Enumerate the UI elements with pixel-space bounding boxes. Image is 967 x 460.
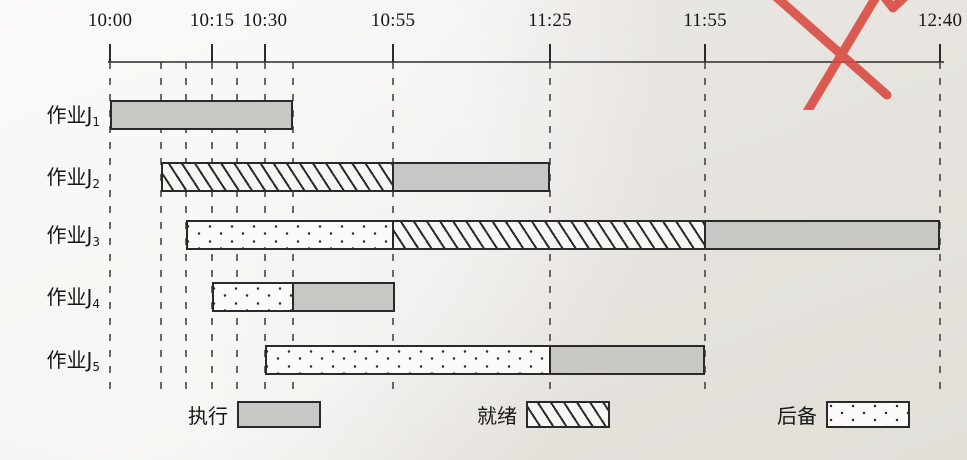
row-label-subscript: 4: [92, 297, 100, 311]
legend-item-exec: 执行: [188, 400, 321, 429]
legend-label: 后备: [777, 404, 817, 428]
segment-divider: [392, 222, 394, 248]
segment-divider: [392, 164, 394, 190]
gantt-segment-backup: [267, 347, 550, 373]
row-label-subscript: 2: [92, 177, 100, 191]
time-tick-label: 11:55: [683, 10, 727, 31]
time-tick-label: 10:00: [87, 10, 133, 31]
gantt-segment-exec: [393, 164, 548, 190]
gantt-segment-backup: [188, 222, 393, 248]
time-tick-label: 11:25: [528, 10, 572, 31]
time-tick-label: 10:15: [189, 10, 235, 31]
row-label-job-5: 作业J5: [0, 344, 108, 374]
gantt-segment-exec: [112, 102, 291, 128]
gantt-segment-exec: [705, 222, 938, 248]
gantt-segment-exec: [293, 284, 393, 310]
row-label-text: 作业J: [46, 285, 93, 309]
row-label-text: 作业J: [46, 223, 93, 247]
gantt-bar-job-3: [186, 220, 940, 250]
segment-divider: [704, 222, 706, 248]
gantt-segment-backup: [214, 284, 293, 310]
row-label-job-2: 作业J2: [0, 161, 108, 191]
gantt-bar-job-4: [212, 282, 395, 312]
row-label-job-3: 作业J3: [0, 219, 108, 249]
time-tick-label: 12:40: [917, 10, 963, 31]
legend-swatch-backup: [826, 401, 910, 428]
row-label-subscript: 3: [92, 235, 100, 249]
legend-label: 执行: [188, 404, 228, 428]
legend-swatch-exec: [237, 401, 321, 428]
segment-divider: [292, 284, 294, 310]
gantt-segment-exec: [550, 347, 703, 373]
segment-divider: [549, 347, 551, 373]
row-label-subscript: 1: [92, 115, 100, 129]
legend-swatch-ready: [526, 401, 610, 428]
time-tick-label: 10:30: [242, 10, 288, 31]
gantt-segment-ready: [393, 222, 705, 248]
row-label-subscript: 5: [92, 360, 100, 374]
gantt-bar-job-5: [265, 345, 705, 375]
row-label-text: 作业J: [46, 348, 93, 372]
legend-label: 就绪: [477, 404, 517, 428]
legend-item-ready: 就绪: [477, 400, 610, 429]
row-label-text: 作业J: [46, 103, 93, 127]
gantt-bar-job-2: [161, 162, 550, 192]
row-label-text: 作业J: [46, 165, 93, 189]
row-label-job-1: 作业J1: [0, 99, 108, 129]
gantt-bar-job-1: [110, 100, 293, 130]
row-label-job-4: 作业J4: [0, 281, 108, 311]
time-tick-label: 10:55: [370, 10, 416, 31]
legend-item-backup: 后备: [777, 400, 910, 429]
gantt-segment-ready: [163, 164, 393, 190]
